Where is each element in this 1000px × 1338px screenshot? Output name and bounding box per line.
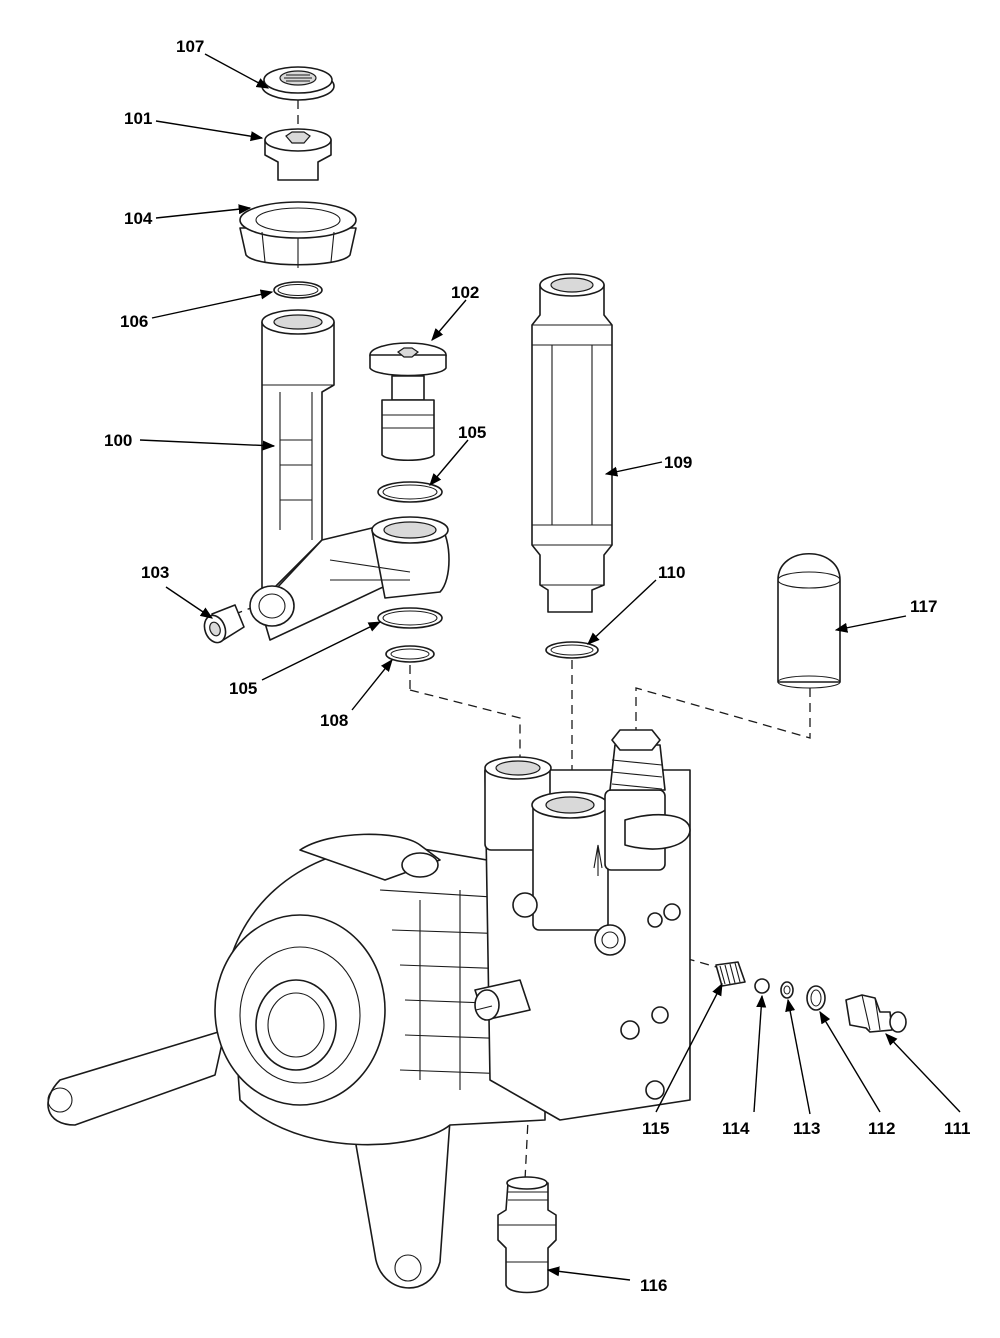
part-111-plug-fitting <box>845 994 907 1033</box>
label-100: 100 <box>104 431 132 450</box>
part-114-ball <box>754 978 770 994</box>
label-105-upper: 105 <box>458 423 486 442</box>
label-114: 114 <box>722 1119 750 1138</box>
label-112: 112 <box>868 1119 895 1138</box>
part-117-cap <box>777 552 841 689</box>
label-107: 107 <box>176 37 204 56</box>
label-117: 117 <box>910 597 937 616</box>
pump-crankcase <box>47 833 546 1289</box>
part-113-washer <box>780 981 794 999</box>
part-105-o-ring-upper <box>377 481 443 503</box>
part-105-o-ring-lower <box>377 607 443 629</box>
part-108-o-ring <box>385 645 435 663</box>
part-109-outlet-manifold <box>531 273 613 613</box>
part-104-knob-nut <box>239 201 357 268</box>
label-101: 101 <box>124 109 152 128</box>
part-116-fitting <box>497 1176 557 1294</box>
label-113: 113 <box>793 1119 820 1138</box>
label-105-lower: 105 <box>229 679 257 698</box>
part-115-spring <box>715 961 746 987</box>
label-106: 106 <box>120 312 148 331</box>
pump-manifold <box>474 729 691 1121</box>
part-110-o-ring <box>545 641 599 659</box>
part-106-o-ring <box>273 281 323 299</box>
part-103-plug <box>203 604 245 644</box>
part-101-inlet-bushing <box>264 128 332 181</box>
label-108: 108 <box>320 711 348 730</box>
label-103: 103 <box>141 563 169 582</box>
label-116: 116 <box>640 1276 667 1295</box>
label-102: 102 <box>451 283 479 302</box>
part-107-filter-cap <box>261 66 335 101</box>
part-112-seal-ring <box>806 985 826 1011</box>
label-111: 111 <box>944 1119 971 1138</box>
part-labels: 107 101 104 106 102 100 105 109 103 110 … <box>104 37 971 1295</box>
leader-lines <box>139 53 961 1281</box>
label-109: 109 <box>664 453 692 472</box>
label-104: 104 <box>124 209 153 228</box>
label-115: 115 <box>642 1119 669 1138</box>
label-110: 110 <box>658 563 685 582</box>
part-100-inlet-manifold <box>249 309 450 641</box>
part-102-inlet-plug <box>369 342 447 462</box>
